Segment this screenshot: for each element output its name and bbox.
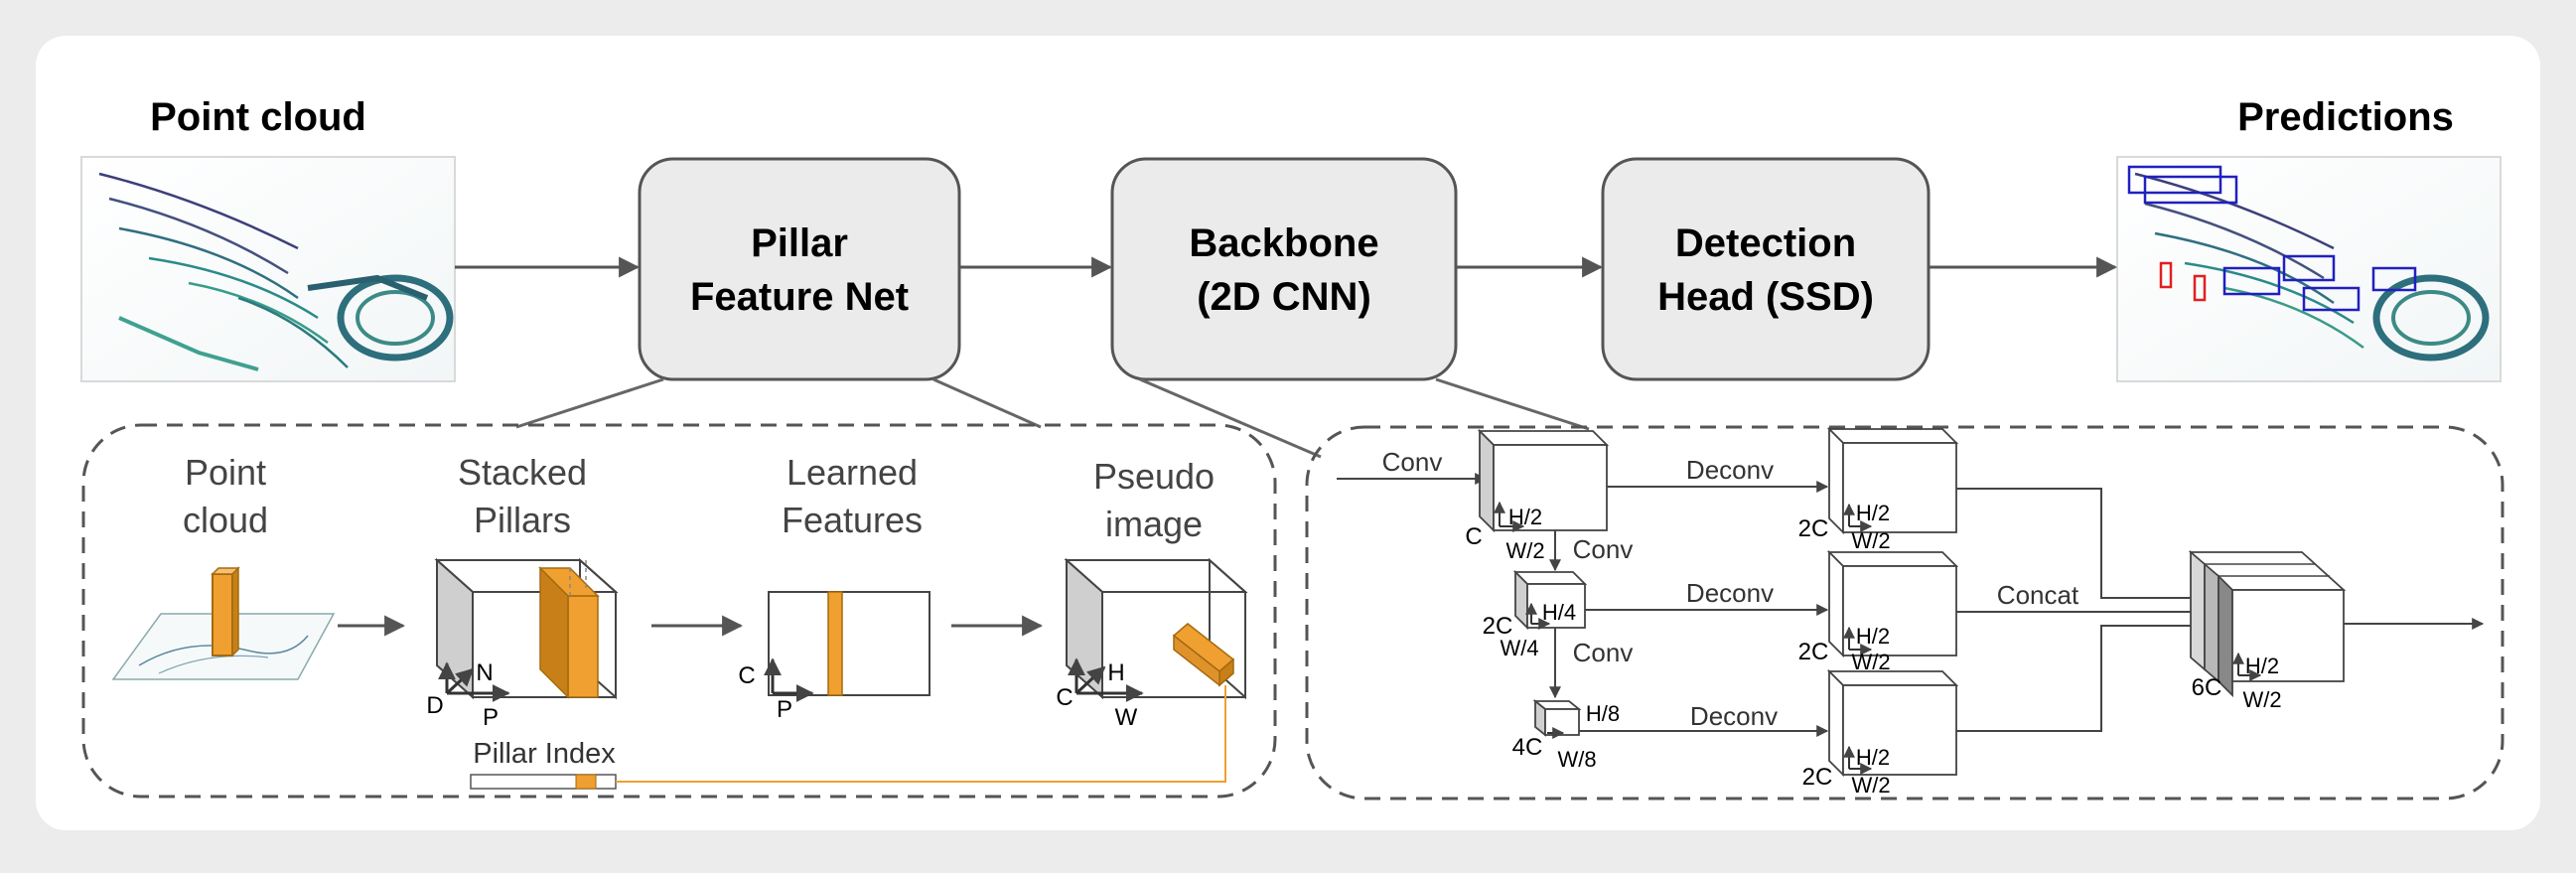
deconv-2-label: Deconv <box>1686 578 1774 608</box>
conv-2-label: Conv <box>1573 638 1634 667</box>
learned-features-label-line1: Learned <box>787 452 918 493</box>
b3-w-label: W/8 <box>1557 747 1596 772</box>
point-cloud-plane <box>111 566 336 680</box>
deconv-1-label: Deconv <box>1686 455 1774 485</box>
pseudo-axis-h: H <box>1107 659 1124 686</box>
stacked-pillars-tensor <box>434 557 619 702</box>
b1-c-label: C <box>1465 523 1482 550</box>
pillar-index-bar <box>470 774 617 790</box>
output-title: Predictions <box>2237 95 2454 139</box>
stacked-axis-n: N <box>476 659 493 686</box>
u2-c-label: 2C <box>1798 639 1829 665</box>
pseudo-axis-c: C <box>1056 684 1073 711</box>
out-c-label: 6C <box>2192 674 2222 701</box>
u3-h-label: H/2 <box>1856 745 1890 770</box>
b1-w-label: W/2 <box>1505 538 1544 563</box>
backbone-zoom-line-left <box>1139 377 1322 459</box>
pseudo-image-label-line1: Pseudo <box>1093 456 1215 497</box>
stacked-pillars-label-line2: Pillars <box>474 500 571 540</box>
u3-w-label: W/2 <box>1851 773 1890 798</box>
b2-c-label: 2C <box>1483 613 1513 640</box>
down-block-2 <box>1512 569 1588 631</box>
stacked-axis-d: D <box>426 692 443 719</box>
pfn-label-line1: Pillar <box>751 221 848 265</box>
b2-w-label: W/4 <box>1500 636 1538 660</box>
concat-line-3 <box>1956 620 2222 732</box>
pseudo-image-label-line2: image <box>1105 504 1203 544</box>
conv-1-label: Conv <box>1573 534 1634 564</box>
concat-output-tensor <box>2188 550 2347 698</box>
head-label-line2: Head (SSD) <box>1657 275 1874 319</box>
input-point-cloud-image <box>80 156 456 382</box>
input-title: Point cloud <box>150 95 366 139</box>
pfn-zoom-line-left <box>515 377 664 429</box>
backbone-detail-panel <box>1305 425 2504 800</box>
head-label-line1: Detection <box>1675 221 1856 265</box>
b3-h-label: H/8 <box>1586 701 1620 726</box>
b3-c-label: 4C <box>1512 734 1543 761</box>
concat-label: Concat <box>1997 580 2079 610</box>
down-block-3 <box>1532 699 1582 739</box>
concat-line-1 <box>1956 488 2222 604</box>
down-block-1 <box>1477 428 1610 533</box>
detection-head-box: Detection Head (SSD) <box>1601 157 1931 381</box>
predictions-image <box>2116 156 2502 382</box>
diagram-card <box>36 36 2540 830</box>
pfn-zoom-line-right <box>932 377 1042 429</box>
pfn-detail-panel <box>81 423 1277 799</box>
u2-h-label: H/2 <box>1856 624 1890 649</box>
b1-h-label: H/2 <box>1508 505 1542 529</box>
point-cloud-label-line1: Point <box>185 452 266 493</box>
pseudo-image-tensor <box>1064 557 1248 702</box>
backbone-zoom-line-right <box>1435 377 1590 431</box>
up-block-2 <box>1826 549 1959 658</box>
pfn-label-line2: Feature Net <box>690 275 909 319</box>
learned-features-label-line2: Features <box>782 500 923 540</box>
learned-features-tensor <box>764 591 930 702</box>
up-block-3 <box>1826 668 1959 778</box>
u3-c-label: 2C <box>1802 764 1833 791</box>
point-cloud-label-line2: cloud <box>183 500 268 540</box>
pseudo-axis-w: W <box>1115 704 1138 731</box>
u2-w-label: W/2 <box>1851 650 1890 674</box>
b2-h-label: H/4 <box>1542 600 1576 625</box>
learned-axis-p: P <box>777 696 792 723</box>
conv-in-label: Conv <box>1382 447 1443 477</box>
backbone-label-line1: Backbone <box>1189 221 1378 265</box>
pillar-index-label: Pillar Index <box>473 738 616 770</box>
deconv-3-label: Deconv <box>1690 701 1778 731</box>
out-h-label: H/2 <box>2245 654 2279 678</box>
learned-axis-c: C <box>738 662 755 689</box>
backbone-label-line2: (2D CNN) <box>1197 275 1371 319</box>
backbone-box: Backbone (2D CNN) <box>1110 157 1458 381</box>
pillar-feature-net-box: Pillar Feature Net <box>638 157 961 381</box>
up-block-1 <box>1826 426 1959 535</box>
u1-w-label: W/2 <box>1851 528 1890 553</box>
u1-c-label: 2C <box>1798 515 1829 542</box>
stacked-pillars-label-line1: Stacked <box>458 452 587 493</box>
u1-h-label: H/2 <box>1856 501 1890 525</box>
pillar-index-connector <box>616 685 1226 783</box>
stacked-axis-p: P <box>483 704 499 731</box>
out-w-label: W/2 <box>2242 687 2281 712</box>
